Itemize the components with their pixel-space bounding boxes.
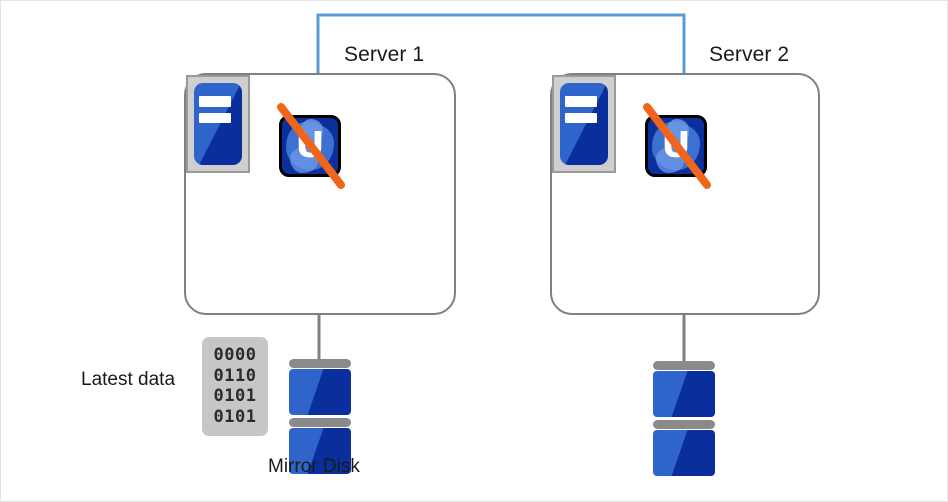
disk-platter bbox=[289, 428, 351, 474]
server-2-application-stopped-icon[interactable]: U bbox=[639, 97, 719, 189]
app-glyph: U bbox=[295, 125, 325, 166]
application-icon: U bbox=[645, 115, 707, 177]
server-2-service-document-icon[interactable] bbox=[552, 75, 616, 173]
binary-row: 0101 bbox=[213, 386, 257, 407]
mirror-disk-label: Mirror Disk bbox=[268, 456, 360, 477]
server-1-service-document-icon[interactable] bbox=[186, 75, 250, 173]
latest-data-label: Latest data bbox=[81, 369, 176, 390]
application-icon: U bbox=[279, 115, 341, 177]
server-2-label: Server 2 bbox=[709, 43, 790, 66]
binary-row: 0101 bbox=[213, 407, 257, 428]
document-line-2 bbox=[199, 112, 231, 124]
document-page bbox=[194, 83, 242, 165]
disk-cap bbox=[653, 420, 715, 429]
mirror-disk-right[interactable] bbox=[653, 361, 715, 476]
disk-cap bbox=[289, 418, 351, 427]
disk-cap bbox=[653, 361, 715, 370]
binary-row: 0110 bbox=[213, 365, 257, 386]
server-1-application-stopped-icon[interactable]: U bbox=[273, 97, 353, 189]
disk-platter bbox=[653, 371, 715, 417]
disk-platter bbox=[653, 430, 715, 476]
document-line-1 bbox=[565, 96, 597, 107]
document-line-2 bbox=[565, 112, 597, 124]
latest-data-block: 0000 0110 0101 0101 bbox=[202, 337, 268, 436]
document-line-1 bbox=[199, 96, 231, 107]
disk-cap bbox=[289, 359, 351, 368]
mirror-disk-left[interactable] bbox=[289, 359, 351, 474]
disk-platter bbox=[289, 369, 351, 415]
binary-row: 0000 bbox=[213, 345, 257, 365]
server-1-label: Server 1 bbox=[344, 43, 425, 66]
document-page bbox=[560, 83, 608, 165]
app-glyph: U bbox=[661, 125, 691, 166]
